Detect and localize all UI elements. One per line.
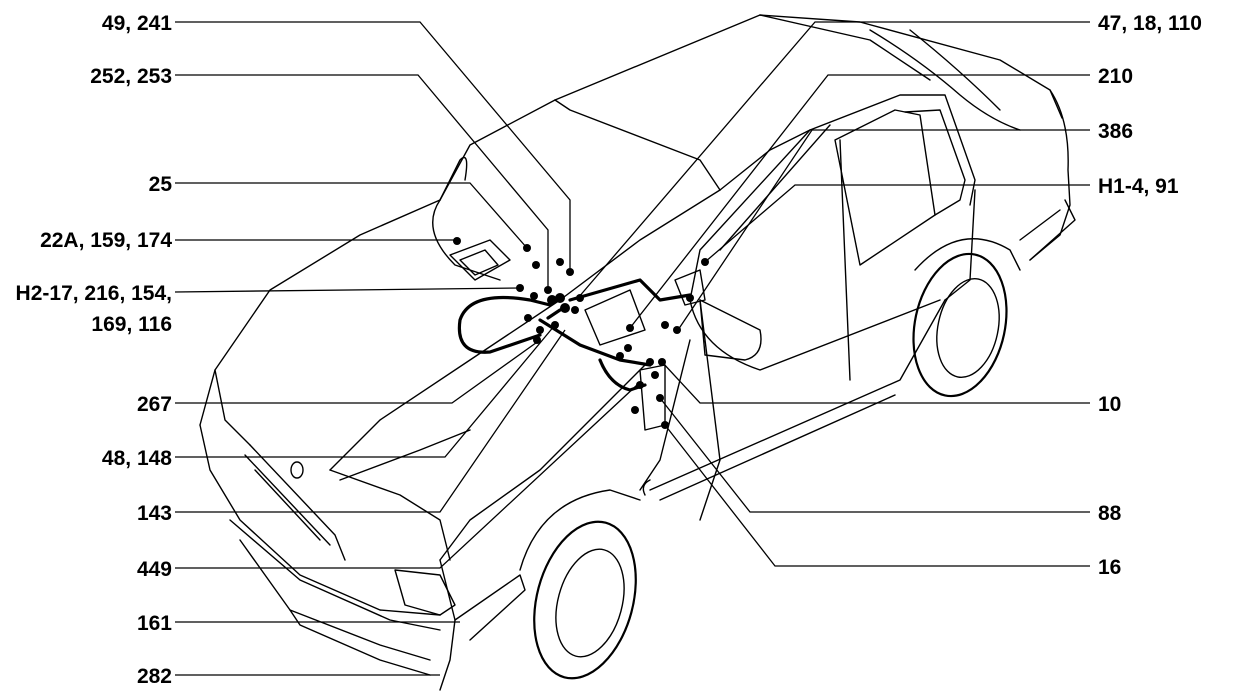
leader-lines <box>174 21 1090 676</box>
component-blocks <box>449 239 706 431</box>
callout-label: 10 <box>1098 393 1121 416</box>
callout-label: H2-17, 216, 154, <box>16 282 172 305</box>
callout-label: 267 <box>137 393 172 416</box>
callout-labels-left: 49, 241 252, 253 25 22A, 159, 174 H2-17,… <box>16 12 173 688</box>
callout-label: 47, 18, 110 <box>1098 12 1202 35</box>
callout-label: 449 <box>137 558 172 581</box>
callout-label: 252, 253 <box>90 65 172 88</box>
callout-label: 25 <box>149 173 173 196</box>
callout-label: 210 <box>1098 65 1133 88</box>
callout-label: 161 <box>137 612 172 635</box>
car-outline <box>199 14 1076 691</box>
callout-label: 386 <box>1098 120 1133 143</box>
callout-labels-right: 47, 18, 110 210 386 H1-4, 91 10 88 16 <box>1098 12 1202 579</box>
callout-label: 88 <box>1098 502 1122 525</box>
callout-label: 16 <box>1098 556 1121 579</box>
callout-label: 49, 241 <box>102 12 172 35</box>
callout-label: 282 <box>137 665 172 688</box>
callout-label: 48, 148 <box>102 447 172 470</box>
callout-label: 143 <box>137 502 172 525</box>
wiring-harness <box>457 278 692 392</box>
callout-label: H1-4, 91 <box>1098 175 1179 198</box>
callout-label: 22A, 159, 174 <box>40 229 172 252</box>
connector-points <box>453 237 709 429</box>
callout-label: 169, 116 <box>91 313 172 336</box>
